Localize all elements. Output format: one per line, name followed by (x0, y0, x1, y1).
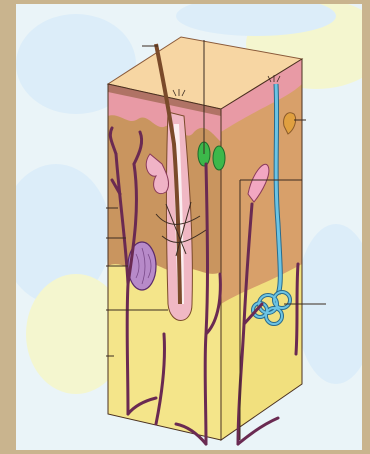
nerve-ending-2 (213, 146, 225, 170)
skin-diagram-svg (16, 4, 362, 450)
slide-background (16, 4, 362, 450)
